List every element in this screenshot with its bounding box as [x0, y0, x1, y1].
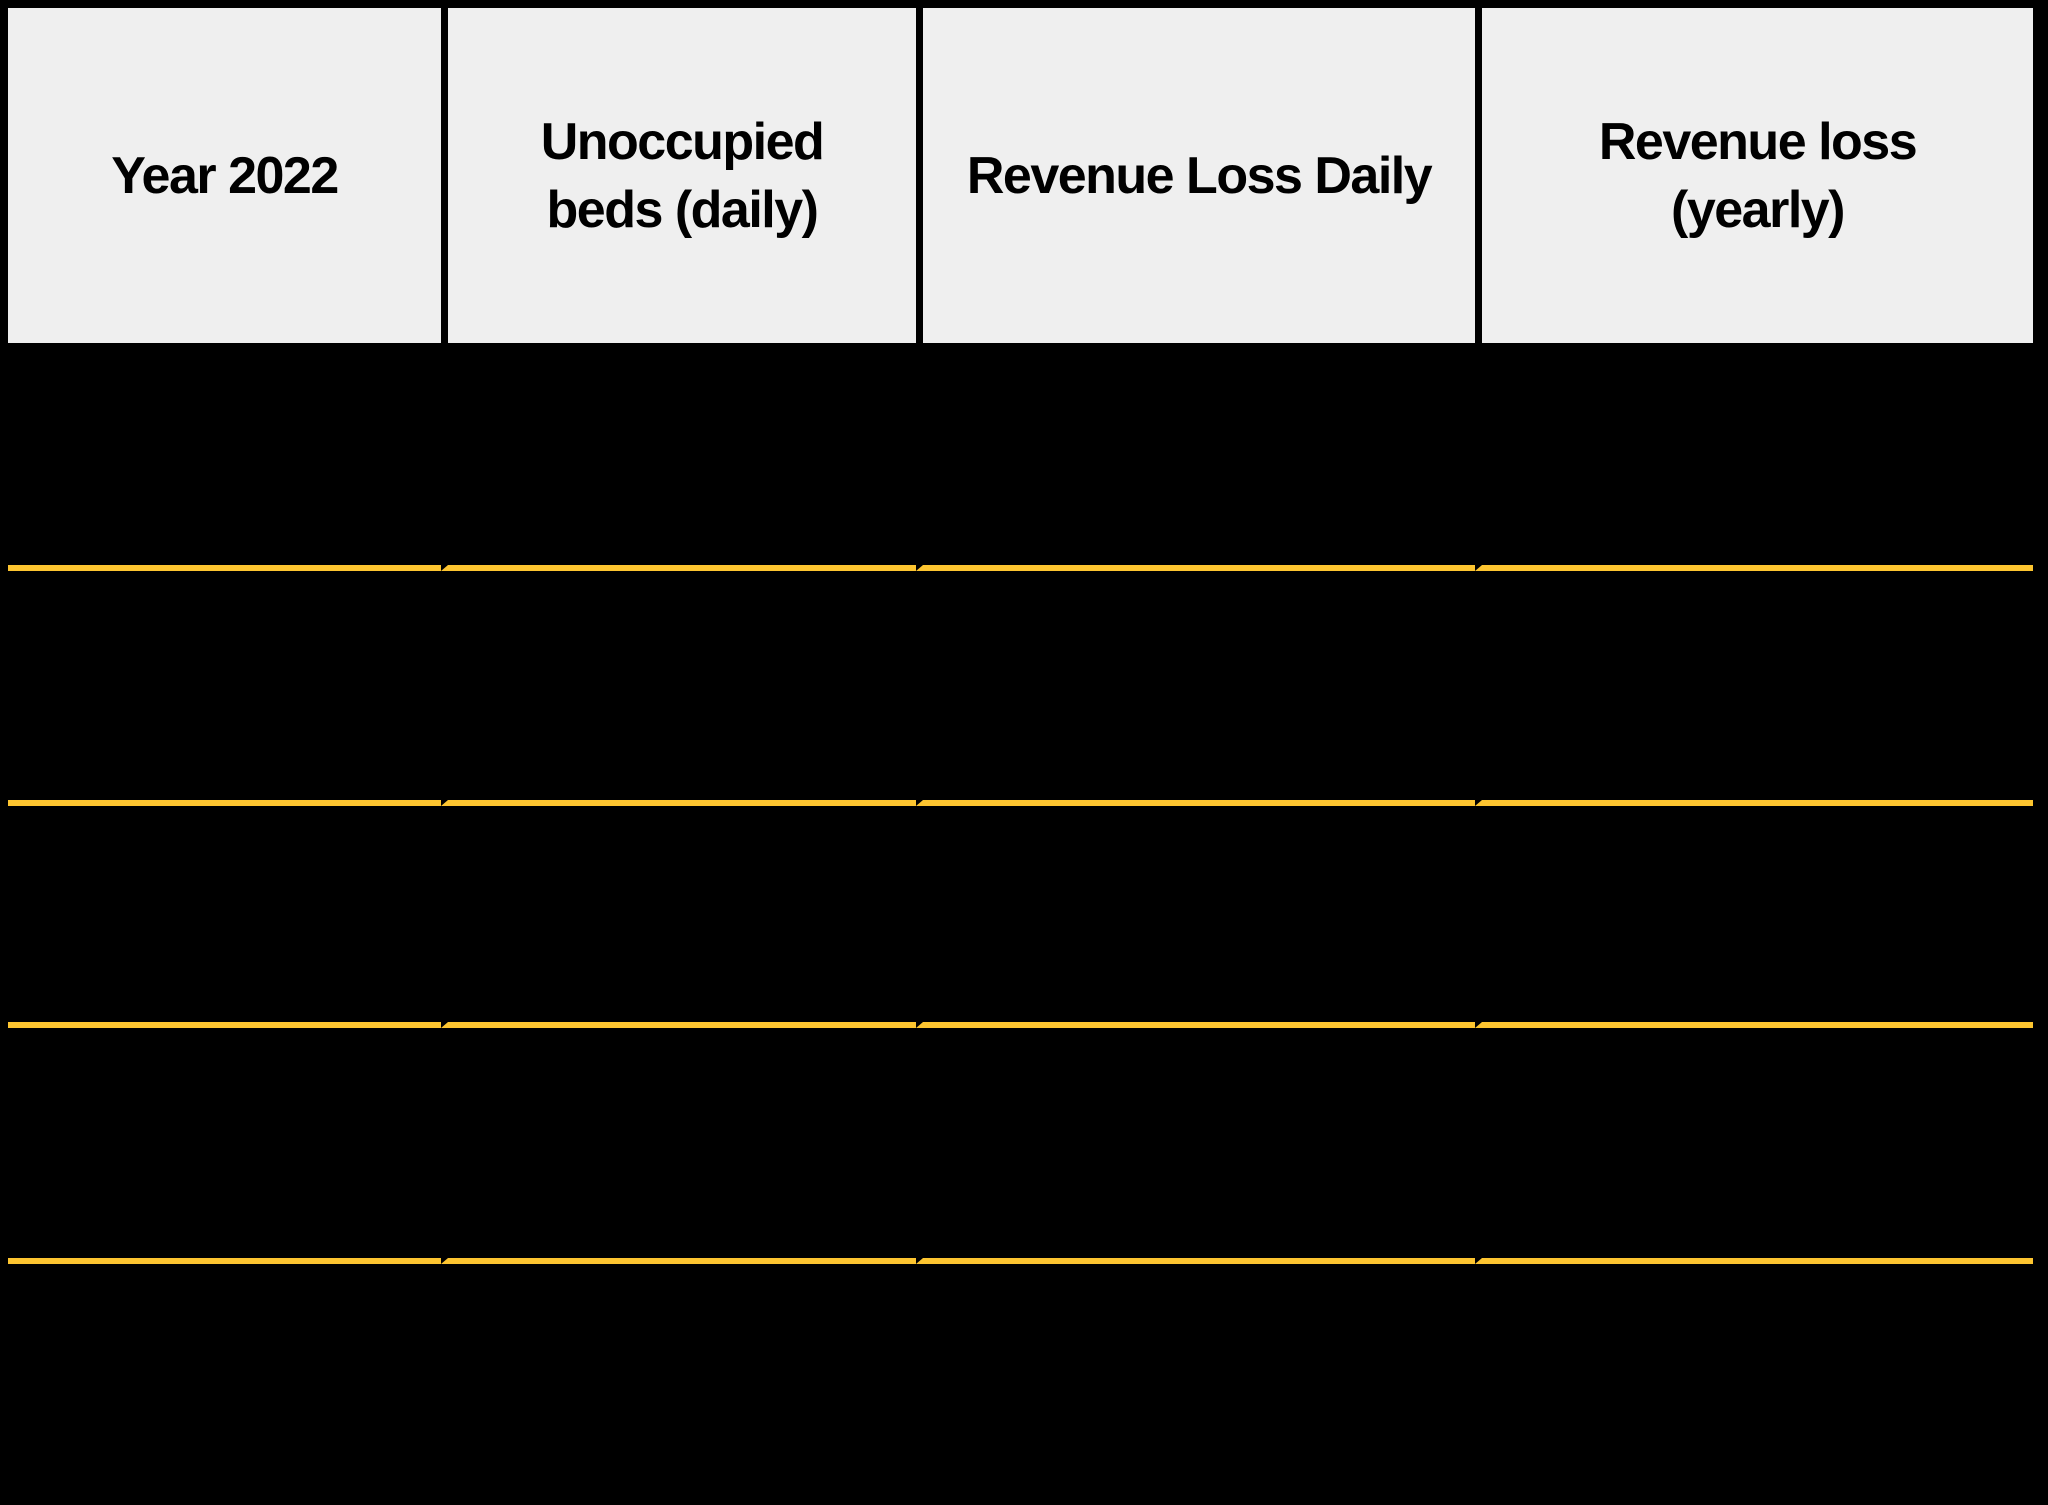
table-cell — [8, 806, 441, 1028]
table-cell — [1475, 343, 2033, 571]
column-header-unoccupied-beds-daily: Unoccupied beds (daily) — [441, 8, 916, 343]
table-cell — [8, 571, 441, 806]
table-cell — [1475, 571, 2033, 806]
table-cell — [441, 806, 916, 1028]
table-cell — [441, 571, 916, 806]
table-cell — [1475, 806, 2033, 1028]
table-cell — [8, 1028, 441, 1264]
table-cell — [916, 343, 1475, 571]
table-row — [8, 343, 2033, 571]
column-header-year-2022: Year 2022 — [8, 8, 441, 343]
table-cell — [8, 1264, 441, 1497]
column-header-revenue-loss-daily: Revenue Loss Daily — [916, 8, 1475, 343]
table-cell — [441, 1264, 916, 1497]
table-cell — [441, 343, 916, 571]
table-cell — [916, 571, 1475, 806]
table-cell — [916, 806, 1475, 1028]
table-cell — [441, 1028, 916, 1264]
table-row — [8, 571, 2033, 806]
table-cell — [916, 1264, 1475, 1497]
table-cell — [916, 1028, 1475, 1264]
table-cell — [8, 343, 441, 571]
table-row — [8, 1264, 2033, 1497]
table-cell — [1475, 1264, 2033, 1497]
table-row — [8, 806, 2033, 1028]
table-body — [8, 343, 2033, 1497]
table-cell — [1475, 1028, 2033, 1264]
column-header-revenue-loss-yearly: Revenue loss (yearly) — [1475, 8, 2033, 343]
table-row — [8, 1028, 2033, 1264]
